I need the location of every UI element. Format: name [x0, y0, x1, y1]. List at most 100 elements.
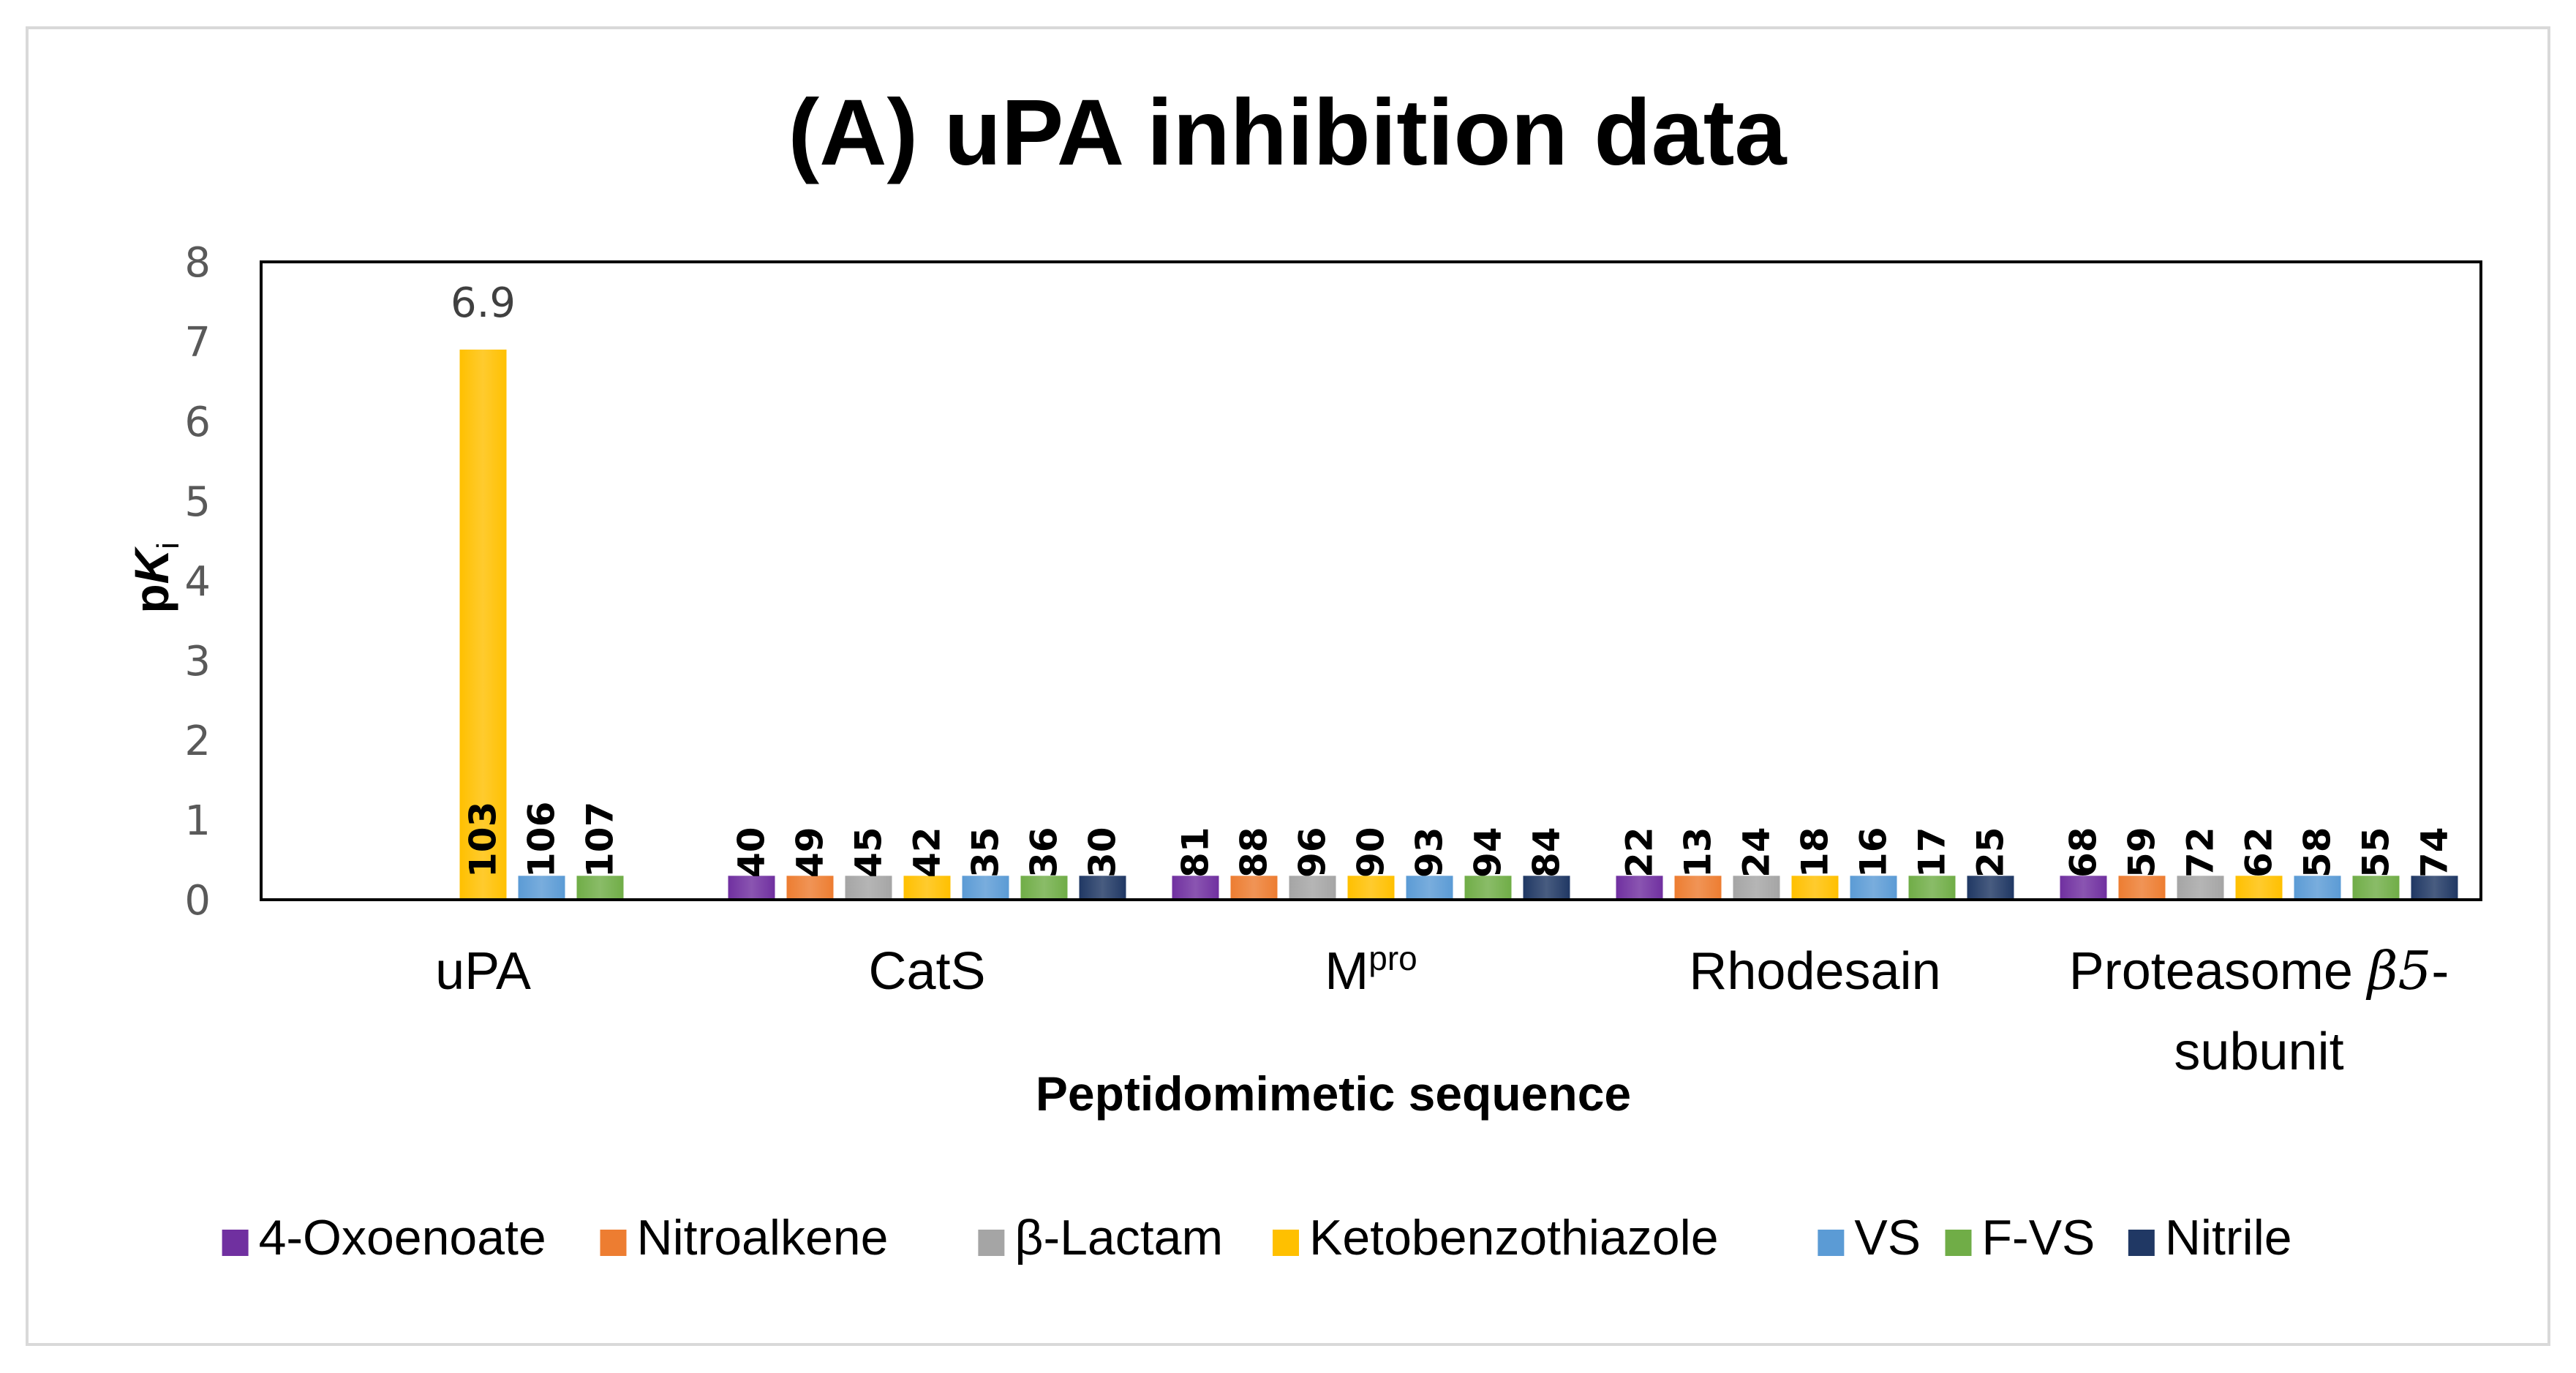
bars: [459, 349, 2458, 900]
bar: [1850, 876, 1897, 900]
bar-data-label: 45: [848, 827, 890, 878]
bar-data-label: 84: [1526, 827, 1568, 878]
bar: [1289, 876, 1336, 900]
bar-data-label: 59: [2121, 827, 2163, 878]
bar-data-label: 13: [1677, 827, 1720, 878]
bar: [1020, 876, 1068, 900]
bar: [1523, 876, 1570, 900]
bar: [2411, 876, 2458, 900]
legend-label: F-VS: [1982, 1210, 2095, 1265]
bar-data-label: 106: [521, 802, 563, 878]
plot-area: [260, 260, 2482, 901]
bar-data-label: 90: [1350, 827, 1393, 878]
x-axis-label: Peptidomimetic sequence: [1036, 1067, 1631, 1121]
bar: [1079, 876, 1126, 900]
bar: [1674, 876, 1722, 900]
bar-data-label: 107: [579, 802, 622, 878]
y-tick-label: 5: [184, 478, 211, 526]
x-tick-label: Proteasome β5-: [2069, 940, 2449, 1001]
bar: [2294, 876, 2341, 900]
bar-data-label: 42: [906, 827, 949, 878]
bar: [1908, 876, 1956, 900]
bar: [576, 876, 624, 900]
legend-label: Ketobenzothiazole: [1309, 1210, 1719, 1265]
y-tick-label: 4: [184, 558, 211, 606]
bar-data-label: 55: [2355, 827, 2398, 878]
bar: [1967, 876, 2014, 900]
bar: [1347, 876, 1395, 900]
bar-data-label: 22: [1619, 827, 1661, 878]
y-tick-label: 0: [184, 877, 211, 925]
bar-data-label: 18: [1794, 827, 1837, 878]
bar-data-label: 36: [1023, 827, 1066, 878]
legend-swatch: [1945, 1230, 1972, 1256]
legend-swatch: [978, 1230, 1005, 1256]
bar: [786, 876, 834, 900]
x-tick-label: Rhodesain: [1689, 942, 1940, 1001]
bar-data-label: 88: [1233, 827, 1276, 878]
bar: [2118, 876, 2166, 900]
bar-data-label: 49: [789, 827, 832, 878]
x-tick-labels: uPA CatS Mpro Rhodesain Proteasome β5- subuni…: [435, 939, 2449, 1081]
bar-data-label: 30: [1082, 827, 1124, 878]
bar: [2060, 876, 2107, 900]
bar: [962, 876, 1009, 900]
bar: [1733, 876, 1780, 900]
legend-swatch: [600, 1230, 627, 1256]
bar: [2235, 876, 2283, 900]
y-tick-label: 3: [184, 638, 211, 685]
bar: [2177, 876, 2224, 900]
bar-data-label: 96: [1292, 827, 1334, 878]
bar-data-label: 93: [1409, 827, 1451, 878]
figure-frame: [26, 26, 2550, 1346]
bar-data-label: 16: [1853, 827, 1895, 878]
legend-swatch: [222, 1230, 249, 1256]
bar: [518, 876, 565, 900]
bar-data-label: 72: [2180, 827, 2222, 878]
bar: [903, 876, 951, 900]
bar-data-label: 62: [2238, 827, 2281, 878]
bar: [459, 349, 507, 900]
bar-data-label: 25: [1970, 827, 2012, 878]
bar-data-label: 35: [965, 827, 1007, 878]
bar: [1172, 876, 1219, 900]
bar-labels: 103 106 107 40 49 45 42 35 36 30 81 88 96 90 93 94 84 22 1…: [451, 279, 2456, 878]
bar-data-label: 58: [2297, 827, 2339, 878]
bar-data-label: 68: [2063, 827, 2105, 878]
y-axis-label: pKi: [124, 542, 185, 613]
bar: [1616, 876, 1663, 900]
legend: 4-Oxoenoate Nitroalkene β-Lactam Ketobenzot…: [222, 1210, 2292, 1265]
x-tick-label: CatS: [868, 942, 985, 1001]
y-tick-label: 8: [184, 239, 211, 287]
x-tick-label: Mpro: [1325, 939, 1417, 1001]
x-tick-label: uPA: [435, 942, 531, 1001]
bar-data-label: 74: [2414, 827, 2456, 878]
legend-label: Nitroalkene: [636, 1210, 888, 1265]
y-tick-label: 6: [184, 399, 211, 446]
bar-data-label: 17: [1911, 827, 1954, 878]
bar-data-label: 103: [462, 802, 505, 878]
bar: [845, 876, 892, 900]
legend-label: VS: [1854, 1210, 1921, 1265]
bar-data-label: 24: [1736, 827, 1778, 878]
bar-data-label: 40: [731, 827, 773, 878]
legend-label: β-Lactam: [1014, 1210, 1223, 1265]
bar-data-label: 94: [1467, 827, 1510, 878]
bar: [728, 876, 775, 900]
legend-swatch: [2128, 1230, 2155, 1256]
bar-data-label: 81: [1175, 827, 1217, 878]
legend-swatch: [1273, 1230, 1299, 1256]
bar: [1791, 876, 1839, 900]
legend-label: Nitrile: [2165, 1210, 2292, 1265]
x-tick-label-line2: subunit: [2174, 1023, 2343, 1081]
chart-title: (A) uPA inhibition data: [788, 80, 1787, 185]
legend-swatch: [1818, 1230, 1845, 1256]
bar: [2352, 876, 2400, 900]
legend-label: 4-Oxoenoate: [259, 1210, 546, 1265]
value-annotation: 6.9: [451, 279, 516, 327]
y-tick-label: 1: [184, 797, 211, 845]
y-tick-label: 2: [184, 718, 211, 765]
